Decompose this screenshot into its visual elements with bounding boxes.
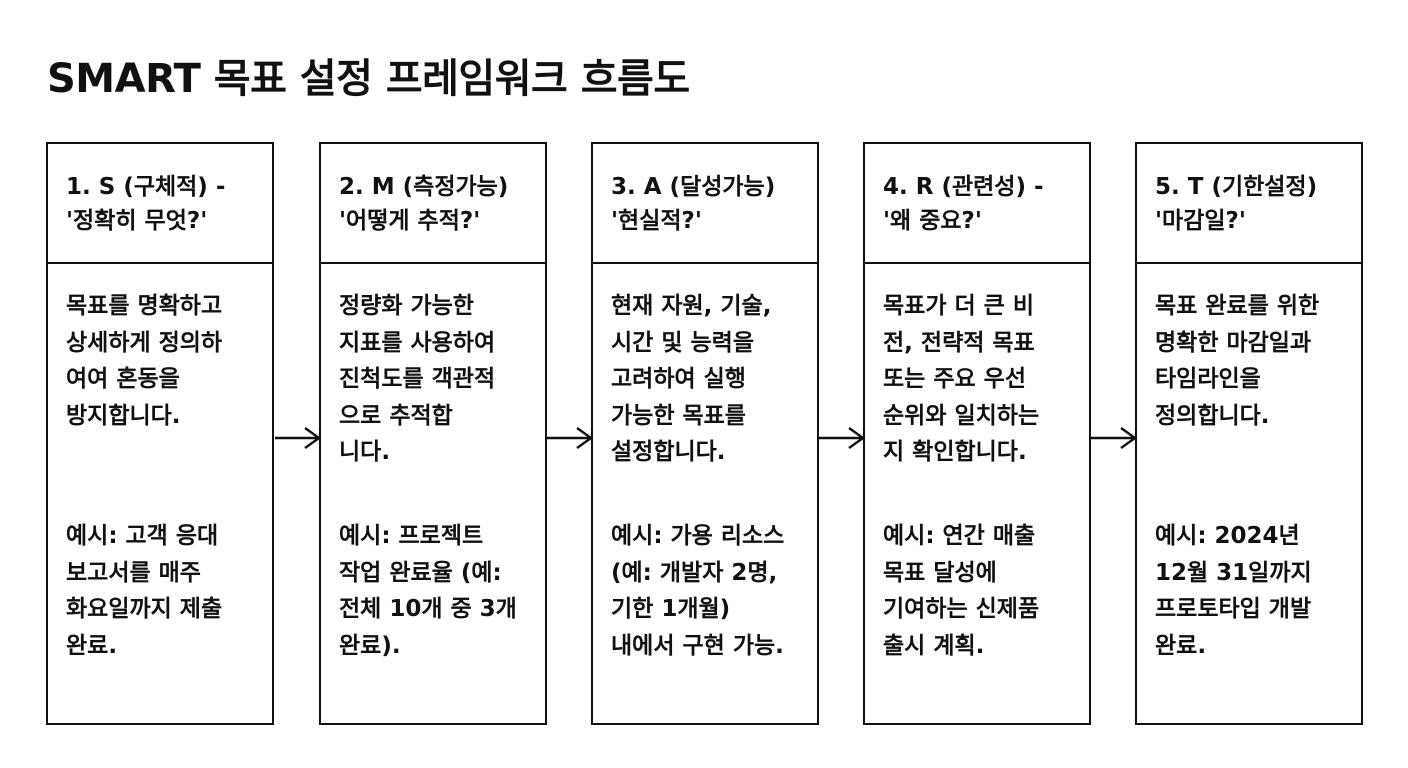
diagram-title: SMART 목표 설정 프레임워크 흐름도: [47, 56, 690, 102]
step-header: 3. A (달성가능) '현실적?': [593, 144, 817, 264]
right-arrow-icon: [547, 426, 593, 450]
step-header: 4. R (관련성) - '왜 중요?': [865, 144, 1089, 264]
step-description: 현재 자원, 기술, 시간 및 능력을 고려하여 실행 가능한 목표를 설정합니…: [611, 293, 772, 465]
step-body: 목표를 명확하고 상세하게 정의하 여여 혼동을 방지합니다. 예시: 고객 응…: [48, 264, 272, 664]
step-description: 정량화 가능한 지표를 사용하여 진척도를 객관적 으로 추적합 니다.: [339, 293, 496, 465]
step-header: 5. T (기한설정) '마감일?': [1137, 144, 1361, 264]
step-example: 예시: 연간 매출 목표 달성에 기여하는 신제품 출시 계획.: [883, 523, 1040, 659]
step-body: 목표가 더 큰 비 전, 전략적 목표 또는 주요 우선 순위와 일치하는 지 …: [865, 264, 1089, 664]
step-body: 현재 자원, 기술, 시간 및 능력을 고려하여 실행 가능한 목표를 설정합니…: [593, 264, 817, 664]
step-box-specific: 1. S (구체적) - '정확히 무엇?' 목표를 명확하고 상세하게 정의하…: [46, 142, 274, 725]
right-arrow-icon: [275, 426, 321, 450]
step-header: 2. M (측정가능) '어떻게 추적?': [321, 144, 545, 264]
step-description: 목표를 명확하고 상세하게 정의하 여여 혼동을 방지합니다.: [66, 293, 223, 429]
step-example: 예시: 2024년 12월 31일까지 프로토타입 개발 완료.: [1155, 523, 1312, 659]
step-example: 예시: 프로젝트 작업 완료율 (예: 전체 10개 중 3개 완료).: [339, 523, 517, 659]
step-box-relevant: 4. R (관련성) - '왜 중요?' 목표가 더 큰 비 전, 전략적 목표…: [863, 142, 1091, 725]
step-body: 목표 완료를 위한 명확한 마감일과 타임라인을 정의합니다. 예시: 2024…: [1137, 264, 1361, 664]
step-example: 예시: 고객 응대 보고서를 매주 화요일까지 제출 완료.: [66, 523, 223, 659]
step-header: 1. S (구체적) - '정확히 무엇?': [48, 144, 272, 264]
step-description: 목표가 더 큰 비 전, 전략적 목표 또는 주요 우선 순위와 일치하는 지 …: [883, 293, 1040, 465]
right-arrow-icon: [819, 426, 865, 450]
right-arrow-icon: [1091, 426, 1137, 450]
step-body: 정량화 가능한 지표를 사용하여 진척도를 객관적 으로 추적합 니다. 예시:…: [321, 264, 545, 664]
step-box-time-bound: 5. T (기한설정) '마감일?' 목표 완료를 위한 명확한 마감일과 타임…: [1135, 142, 1363, 725]
step-box-measurable: 2. M (측정가능) '어떻게 추적?' 정량화 가능한 지표를 사용하여 진…: [319, 142, 547, 725]
step-description: 목표 완료를 위한 명확한 마감일과 타임라인을 정의합니다.: [1155, 293, 1320, 429]
step-example: 예시: 가용 리소스 (예: 개발자 2명, 기한 1개월) 내에서 구현 가능…: [611, 523, 785, 659]
step-box-achievable: 3. A (달성가능) '현실적?' 현재 자원, 기술, 시간 및 능력을 고…: [591, 142, 819, 725]
